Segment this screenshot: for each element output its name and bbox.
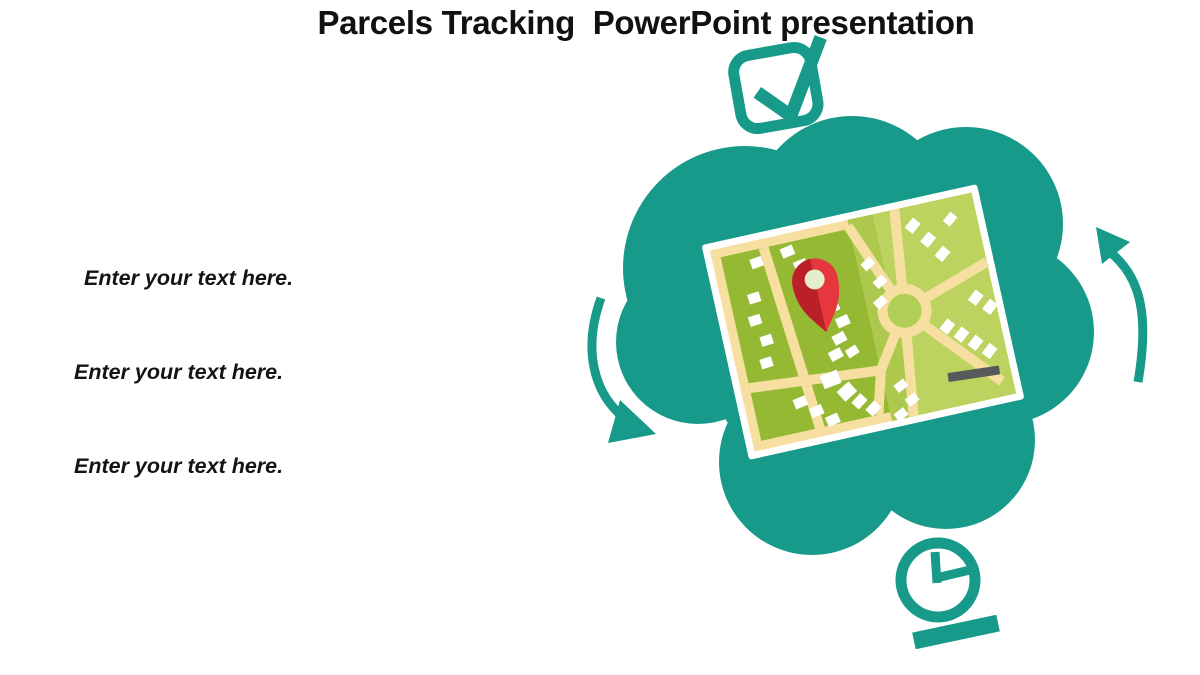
curved-arrow-right-icon	[1096, 227, 1148, 383]
map-illustration	[702, 184, 1024, 460]
map-buildings-right	[860, 211, 999, 422]
location-pin-icon	[792, 258, 840, 333]
curved-arrow-left-icon	[587, 296, 656, 443]
clock-icon	[895, 537, 1000, 650]
slide-title: Parcels Tracking PowerPoint presentation	[317, 4, 975, 41]
text-placeholder-1[interactable]: Enter your text here.	[84, 266, 294, 290]
text-placeholder-2[interactable]: Enter your text here.	[74, 360, 284, 384]
checkbox-check-icon	[728, 35, 827, 135]
roundabout	[877, 283, 932, 338]
scale-bar	[947, 365, 1001, 382]
text-placeholder-3[interactable]: Enter your text here.	[74, 454, 284, 478]
